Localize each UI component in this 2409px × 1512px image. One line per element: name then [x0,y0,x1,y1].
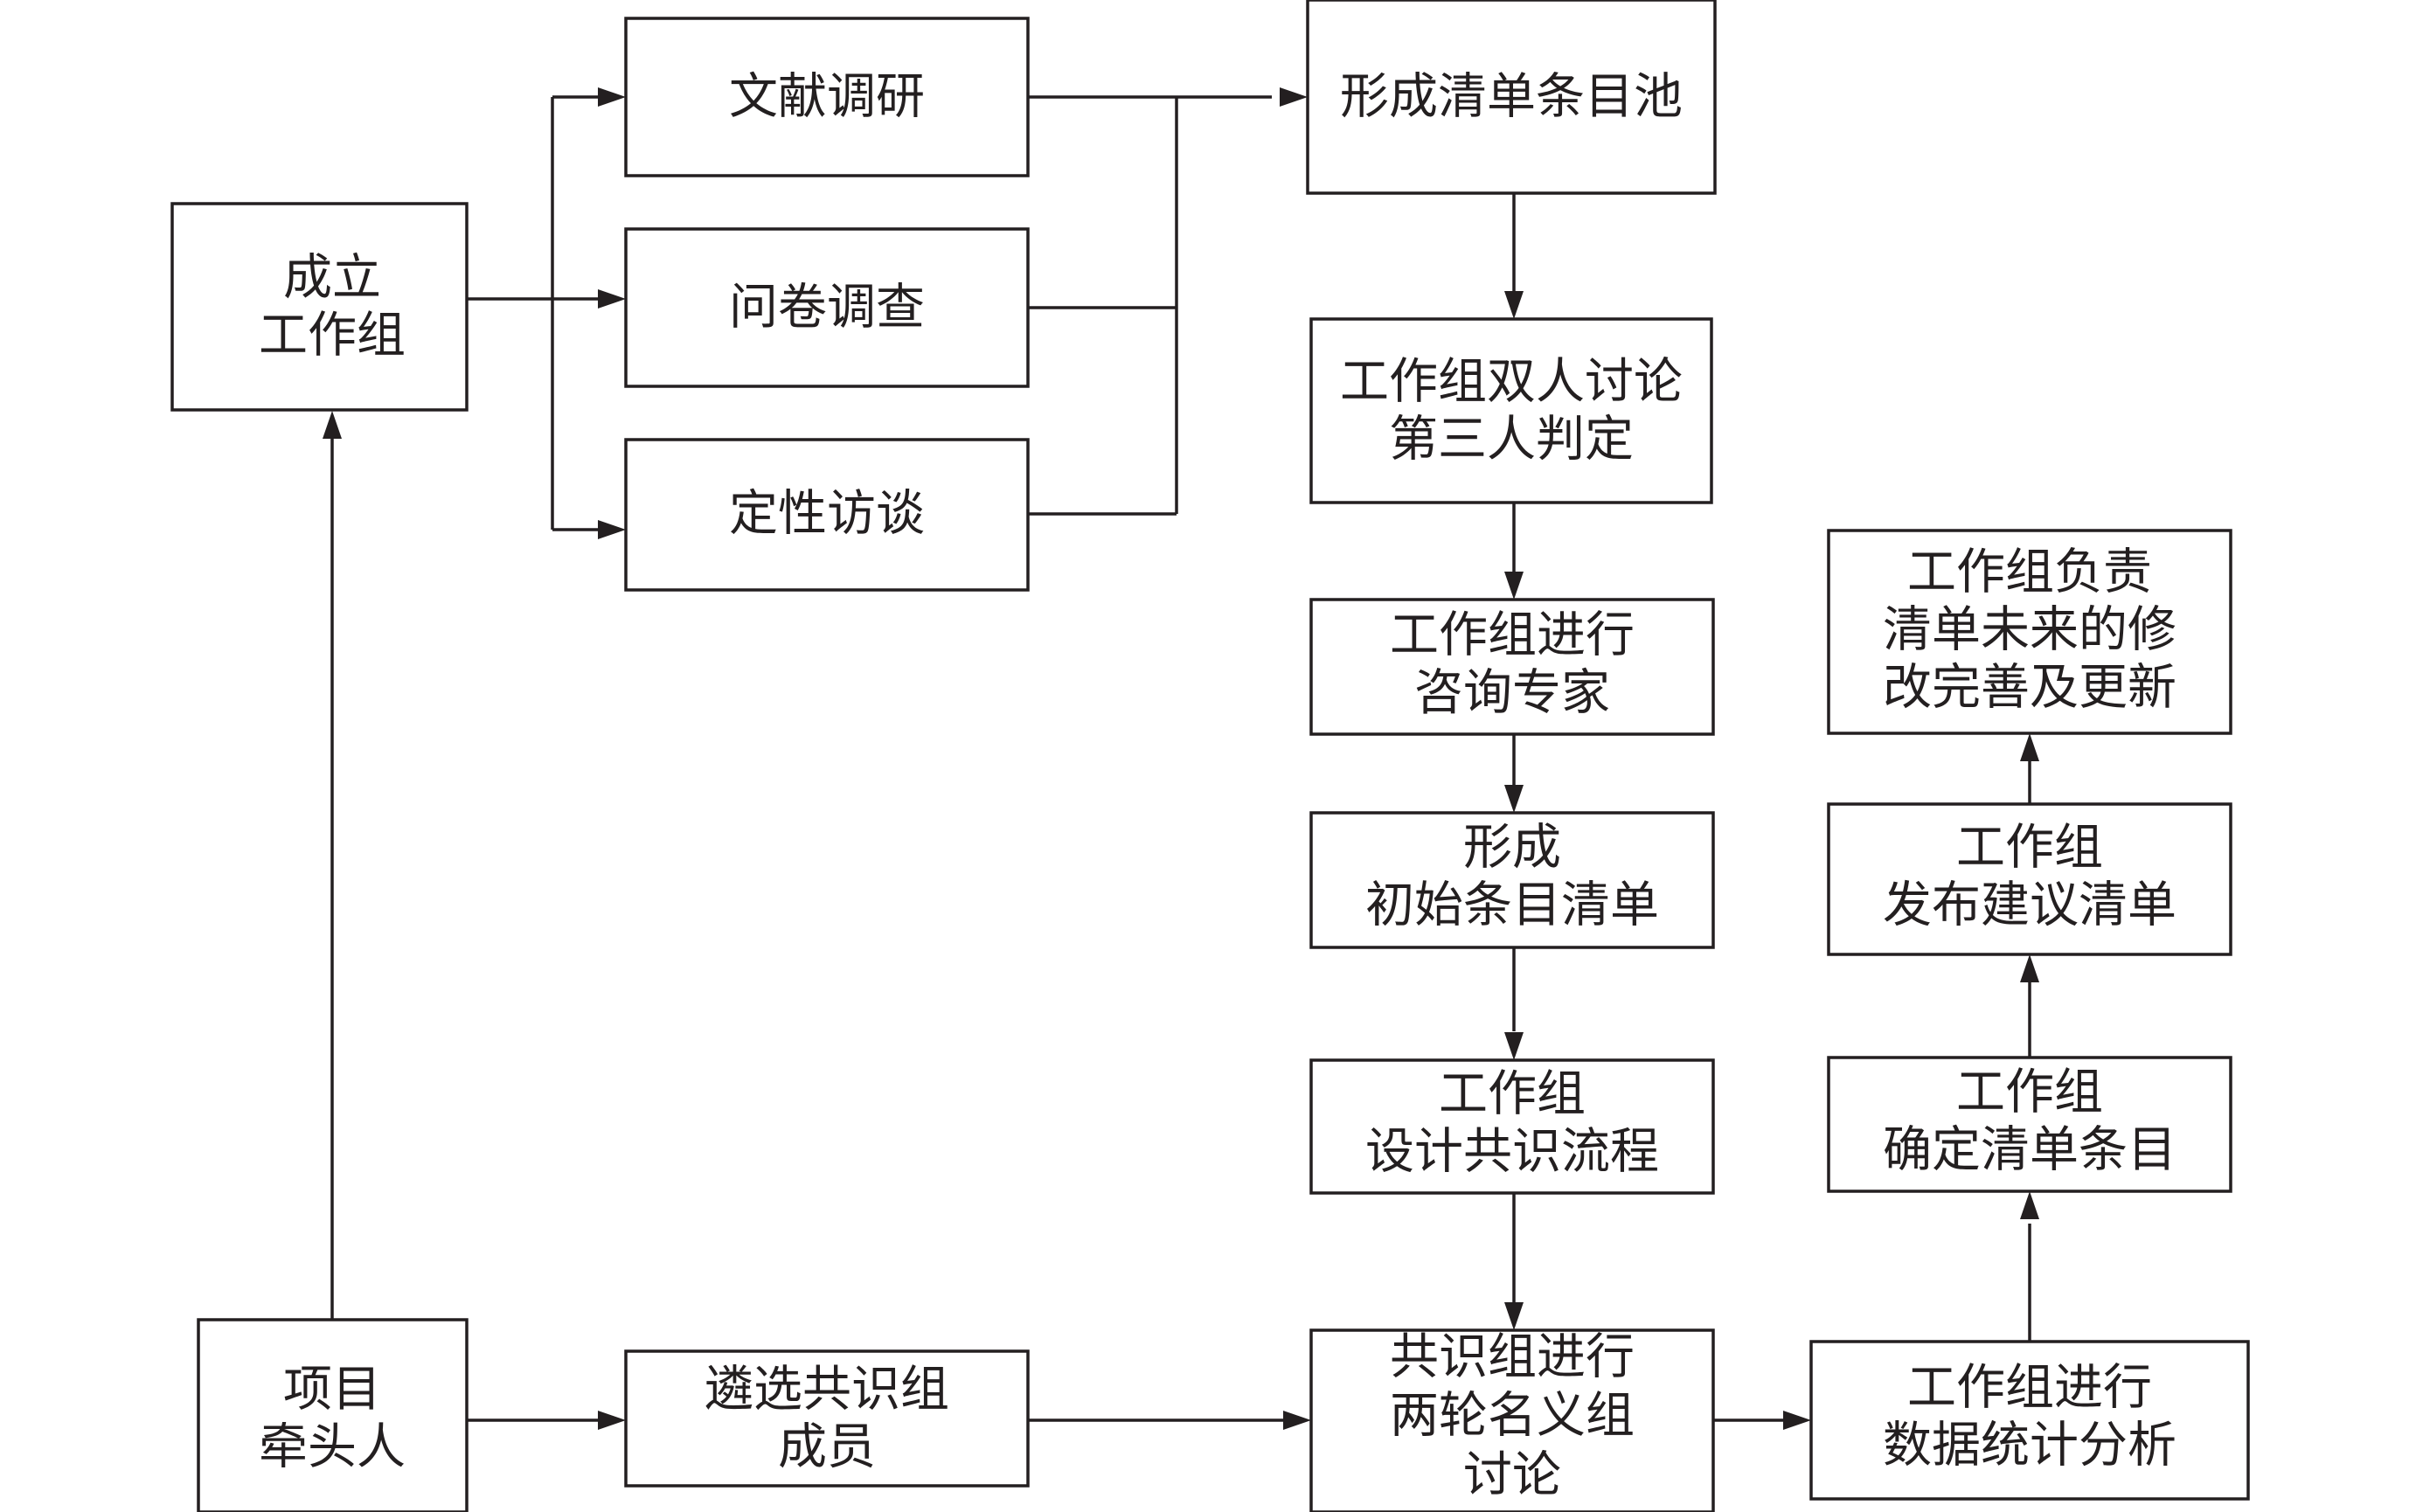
arrowhead-up-updates [2020,733,2039,761]
arrowhead-up-setup [323,411,342,439]
arrowhead-up-confirm [2020,1191,2039,1219]
node-confirm-items-line-1: 工作组 [1956,1065,2103,1121]
node-questionnaire: 问卷调查 [624,227,1030,388]
arrowhead-down-initial [1504,785,1524,813]
node-nominal-group-line-3: 讨论 [1463,1447,1561,1504]
node-project-leader: 项目 牵头人 [197,1318,469,1512]
arrowhead-down-experts [1504,572,1524,600]
node-initial-list-line-2: 初始条目清单 [1365,877,1659,934]
arrowhead-down-nominal [1504,1302,1524,1330]
node-publish-list-line-2: 发布建议清单 [1883,877,2176,934]
node-pair-discussion-line-1: 工作组双人讨论 [1340,354,1683,411]
node-project-leader-line-2: 牵头人 [259,1419,406,1476]
node-nominal-group: 共识组进行 两轮名义组 讨论 [1309,1328,1715,1512]
node-select-members-line-2: 成员 [778,1419,876,1476]
arrowhead-up-publish [2020,954,2039,982]
node-setup-group: 成立 工作组 [170,202,469,412]
node-setup-group-line-2: 工作组 [259,308,406,364]
node-future-updates-line-3: 改完善及更新 [1883,660,2176,717]
arrowheads [323,87,2039,1430]
node-setup-group-line-1: 成立 [283,250,381,307]
node-future-updates-line-2: 清单未来的修 [1883,602,2176,659]
connectors [330,95,2031,1422]
node-initial-list-line-1: 形成 [1463,820,1561,877]
node-item-pool-line-1: 形成清单条目池 [1340,69,1683,126]
node-literature-review: 文献调研 [624,17,1030,177]
arrowhead-right-interview [598,520,626,539]
node-initial-list: 形成 初始条目清单 [1309,811,1715,949]
node-statistics: 工作组进行 数据统计分析 [1809,1340,2250,1501]
node-confirm-items: 工作组 确定清单条目 [1827,1056,2232,1193]
node-publish-list-line-1: 工作组 [1956,820,2103,877]
arrowhead-down-discussion [1504,291,1524,319]
node-pair-discussion-line-2: 第三人判定 [1389,412,1634,468]
node-item-pool: 形成清单条目池 [1306,0,1717,195]
node-pair-discussion: 工作组双人讨论 第三人判定 [1309,317,1713,504]
node-publish-list: 工作组 发布建议清单 [1827,802,2232,956]
node-confirm-items-line-2: 确定清单条目 [1883,1122,2176,1179]
node-design-consensus: 工作组 设计共识流程 [1309,1058,1715,1195]
node-consult-experts-line-1: 工作组进行 [1390,607,1635,664]
node-statistics-line-2: 数据统计分析 [1883,1418,2176,1474]
node-design-consensus-line-2: 设计共识流程 [1365,1124,1659,1181]
node-qualitative-interview-line-1: 定性访谈 [729,486,925,543]
node-literature-review-line-1: 文献调研 [729,69,925,126]
node-consult-experts-line-2: 咨询专家 [1414,665,1610,722]
node-design-consensus-line-1: 工作组 [1439,1066,1586,1123]
node-statistics-line-1: 工作组进行 [1907,1360,2152,1417]
node-select-members: 遴选共识组 成员 [624,1349,1030,1488]
node-consult-experts: 工作组进行 咨询专家 [1309,598,1715,736]
node-future-updates-line-1: 工作组负责 [1907,544,2152,601]
node-project-leader-line-1: 项目 [283,1362,381,1418]
arrowhead-right-pool [1280,87,1308,107]
arrowhead-right-select [598,1411,626,1430]
arrowhead-down-design [1504,1032,1524,1060]
node-future-updates: 工作组负责 清单未来的修 改完善及更新 [1827,529,2232,735]
node-select-members-line-1: 遴选共识组 [705,1362,949,1418]
node-nominal-group-line-2: 两轮名义组 [1390,1388,1635,1445]
node-questionnaire-line-1: 问卷调查 [729,280,925,336]
node-qualitative-interview: 定性访谈 [624,438,1030,592]
node-nominal-group-line-1: 共识组进行 [1390,1329,1635,1386]
arrowhead-right-nominal [1283,1411,1311,1430]
arrowhead-right-literature [598,87,626,107]
arrowhead-right-statistics [1783,1411,1811,1430]
arrowhead-right-questionnaire [598,289,626,309]
